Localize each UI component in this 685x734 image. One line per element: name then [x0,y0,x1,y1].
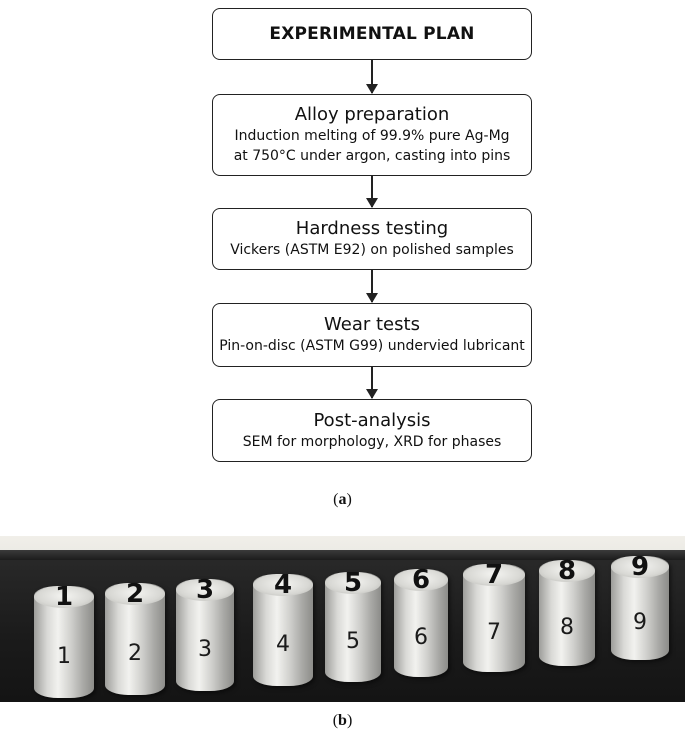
caption-a-letter: a [338,491,347,508]
pin-side-label: 3 [198,637,212,662]
flow-header-box: EXPERIMENTAL PLAN [212,8,532,60]
caption-b: (b) [332,712,353,729]
pin-side-label: 6 [414,625,428,650]
pin-top-face [105,583,165,605]
step-desc-line: at 750°C under argon, casting into pins [233,148,511,164]
caption-a: (a) [333,491,352,508]
step-desc-line: Pin-on-disc (ASTM G99) undervied lubrica… [219,338,525,354]
step-title: Hardness testing [295,218,449,239]
pin-top-face [34,586,94,608]
pin-top-face [539,560,595,582]
pin-top-label: 6 [411,565,431,595]
step-desc-line: Vickers (ASTM E92) on polished samples [230,242,514,258]
pin-top-face [253,574,313,596]
step-title: Alloy preparation [294,104,450,125]
pin-top-label: 4 [273,570,293,600]
pin-side-label: 9 [633,610,647,635]
caption-b-letter: b [338,712,347,729]
pin-top-label: 3 [195,575,215,605]
pin-top-label: 8 [557,556,577,586]
flow-header-title: EXPERIMENTAL PLAN [269,24,475,44]
pin-top-face [394,569,448,591]
pin-top-face [176,579,234,601]
pin-side-label: 8 [560,615,574,640]
pin-top-label: 7 [484,560,504,590]
photo-ledge [0,550,685,560]
flow-arrow-4 [366,367,378,399]
step-title: Wear tests [324,314,420,335]
flow-step-alloy-preparation: Alloy preparation Induction melting of 9… [212,94,532,176]
flow-arrow-1 [366,60,378,94]
pin-side-label: 2 [128,641,142,666]
flow-arrow-3 [366,270,378,303]
pin-side-label: 1 [57,644,71,669]
pin-top-face [463,564,525,586]
flow-step-post-analysis: Post-analysis SEM for morphology, XRD fo… [212,399,532,462]
pin-top-label: 2 [125,579,145,609]
pin-side-label: 7 [487,620,501,645]
pin-top-label: 5 [343,568,363,598]
flow-step-hardness-testing: Hardness testing Vickers (ASTM E92) on p… [212,208,532,270]
pin-top-face [611,556,669,578]
pin-top-label: 9 [630,552,650,582]
flow-arrow-2 [366,176,378,208]
flowchart: EXPERIMENTAL PLAN Alloy preparation Indu… [212,8,532,462]
step-desc-line: SEM for morphology, XRD for phases [242,433,502,450]
pin-top-face [325,572,381,594]
pin-top-label: 1 [54,582,74,612]
step-desc-line: Induction melting of 99.9% pure Ag-Mg [234,128,510,144]
flow-step-wear-tests: Wear tests Pin-on-disc (ASTM G99) underv… [212,303,532,367]
step-title: Post-analysis [313,409,431,431]
pin-side-label: 5 [346,629,360,654]
pin-side-label: 4 [276,632,290,657]
